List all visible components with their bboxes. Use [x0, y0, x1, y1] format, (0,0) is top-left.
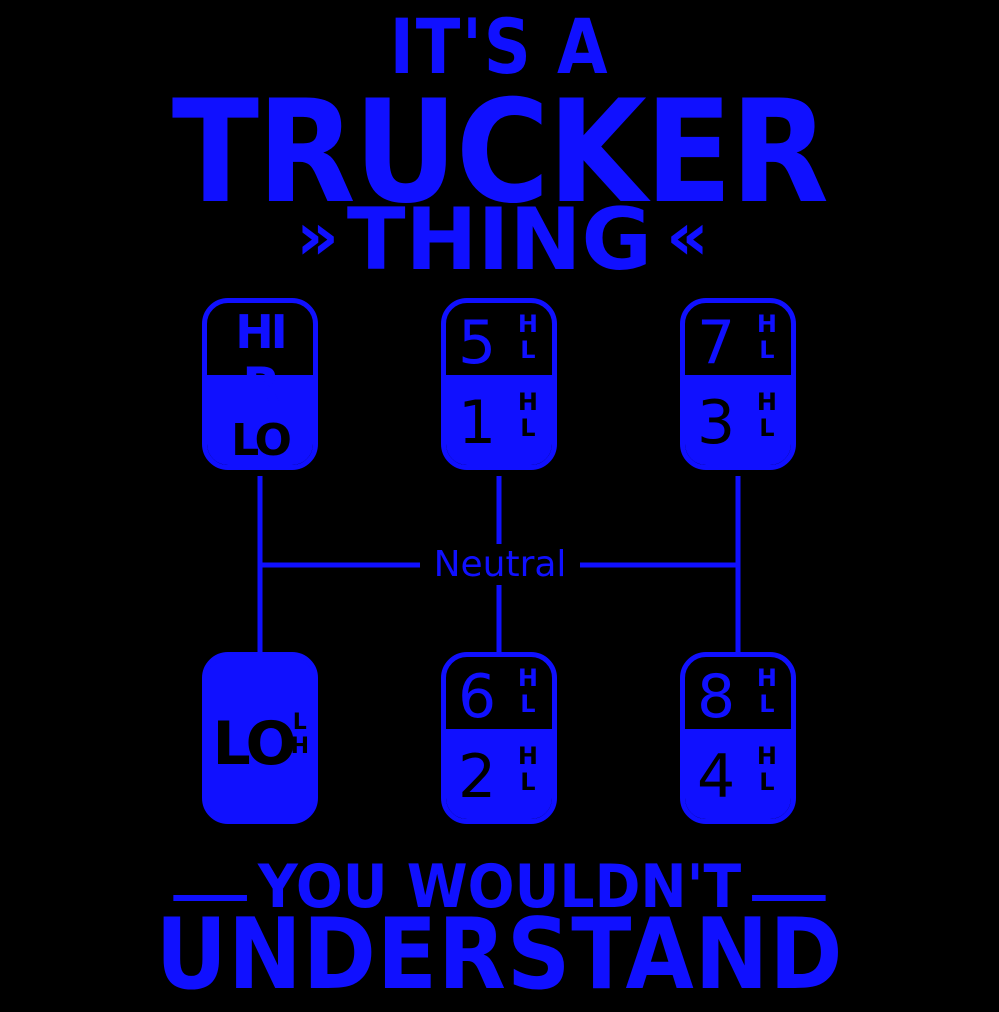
- hi-label: HI: [235, 305, 288, 359]
- range-knob: HI R LO: [202, 298, 318, 470]
- tagline-understand: UNDERSTAND: [155, 898, 844, 1012]
- headline-trucker: TRUCKER: [171, 70, 829, 235]
- gear-8: 8: [697, 662, 736, 732]
- gear-4: 4: [697, 742, 736, 812]
- headline-its-a: IT'S A: [389, 2, 610, 91]
- headline-thing-row: »THING«: [0, 190, 999, 290]
- gear-3: 3: [697, 388, 736, 458]
- lo-label: LO: [231, 415, 292, 466]
- neutral-label: Neutral: [420, 544, 580, 585]
- left-rule: [173, 895, 247, 901]
- gear-5: 5: [458, 308, 497, 378]
- range-knob-bottom: [207, 375, 313, 465]
- gear-2: 2: [458, 742, 497, 812]
- tagline-you-wouldnt: YOU WOULDN'T: [257, 852, 742, 922]
- headline-thing: THING: [346, 190, 653, 290]
- gear-6: 6: [458, 662, 497, 732]
- right-rule: [752, 895, 826, 901]
- gear-7: 7: [697, 308, 736, 378]
- reverse-label: R: [242, 357, 281, 415]
- left-chevrons-icon: »: [296, 198, 339, 275]
- low-label: LO: [212, 709, 296, 779]
- tagline-row: YOU WOULDN'T: [40, 852, 959, 922]
- right-chevrons-icon: «: [666, 198, 709, 275]
- gear-1: 1: [458, 388, 497, 458]
